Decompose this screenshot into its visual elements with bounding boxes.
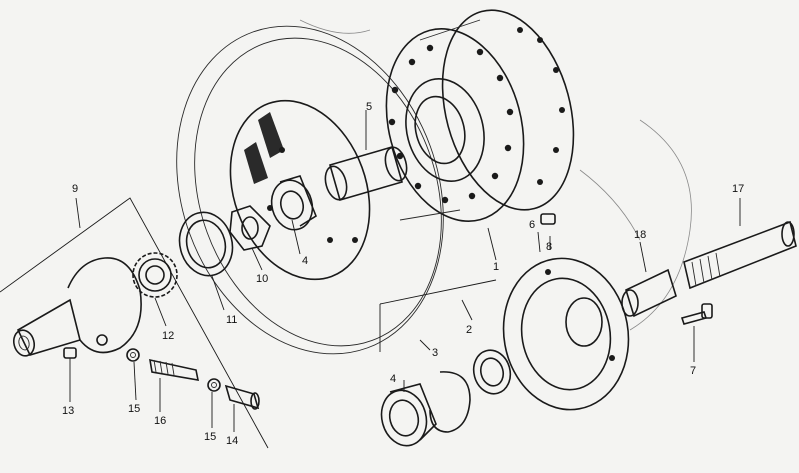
drive-gear bbox=[132, 252, 178, 298]
small-washer-left bbox=[126, 348, 140, 362]
bushing bbox=[224, 384, 260, 410]
label-3: 3 bbox=[432, 347, 438, 359]
label-15-left: 15 bbox=[128, 403, 140, 415]
brake-disc bbox=[176, 25, 444, 355]
seal-ring bbox=[472, 349, 512, 395]
label-7: 7 bbox=[690, 365, 696, 377]
spacer-tube bbox=[324, 146, 408, 201]
small-bolt bbox=[540, 213, 556, 225]
label-2: 2 bbox=[466, 324, 472, 336]
bearing-upper bbox=[270, 175, 317, 231]
hex-bolt bbox=[680, 303, 713, 325]
washer bbox=[229, 205, 271, 251]
label-10: 10 bbox=[256, 273, 268, 285]
label-12: 12 bbox=[162, 330, 174, 342]
label-4-lower: 4 bbox=[390, 373, 396, 385]
label-17: 17 bbox=[732, 183, 744, 195]
pinion-gear bbox=[149, 358, 200, 381]
background-texture bbox=[299, 19, 692, 331]
label-9: 9 bbox=[72, 183, 78, 195]
gearbox-group-outline bbox=[0, 197, 269, 449]
leader-lines bbox=[69, 110, 741, 432]
collar bbox=[621, 268, 677, 318]
circlip bbox=[429, 371, 471, 433]
label-14: 14 bbox=[226, 435, 238, 447]
wheel-hub bbox=[385, 9, 575, 222]
label-18: 18 bbox=[634, 229, 646, 241]
speedometer-gearbox bbox=[12, 257, 142, 357]
label-8: 8 bbox=[546, 241, 552, 253]
set-screw bbox=[63, 347, 77, 359]
label-15-right: 15 bbox=[204, 431, 216, 443]
label-16: 16 bbox=[154, 415, 166, 427]
label-13: 13 bbox=[62, 405, 74, 417]
part-labels: 1 2 3 4 4 5 6 7 8 9 10 11 12 13 14 15 15… bbox=[62, 101, 744, 447]
label-4-upper: 4 bbox=[302, 255, 308, 267]
brake-panel bbox=[502, 257, 630, 411]
oil-seal bbox=[178, 211, 234, 277]
bearing-lower bbox=[380, 383, 437, 447]
label-6: 6 bbox=[529, 219, 535, 231]
label-5: 5 bbox=[366, 101, 372, 113]
small-washer-right bbox=[207, 378, 221, 392]
axle bbox=[683, 220, 797, 290]
label-11: 11 bbox=[226, 314, 237, 326]
label-1: 1 bbox=[493, 261, 499, 273]
